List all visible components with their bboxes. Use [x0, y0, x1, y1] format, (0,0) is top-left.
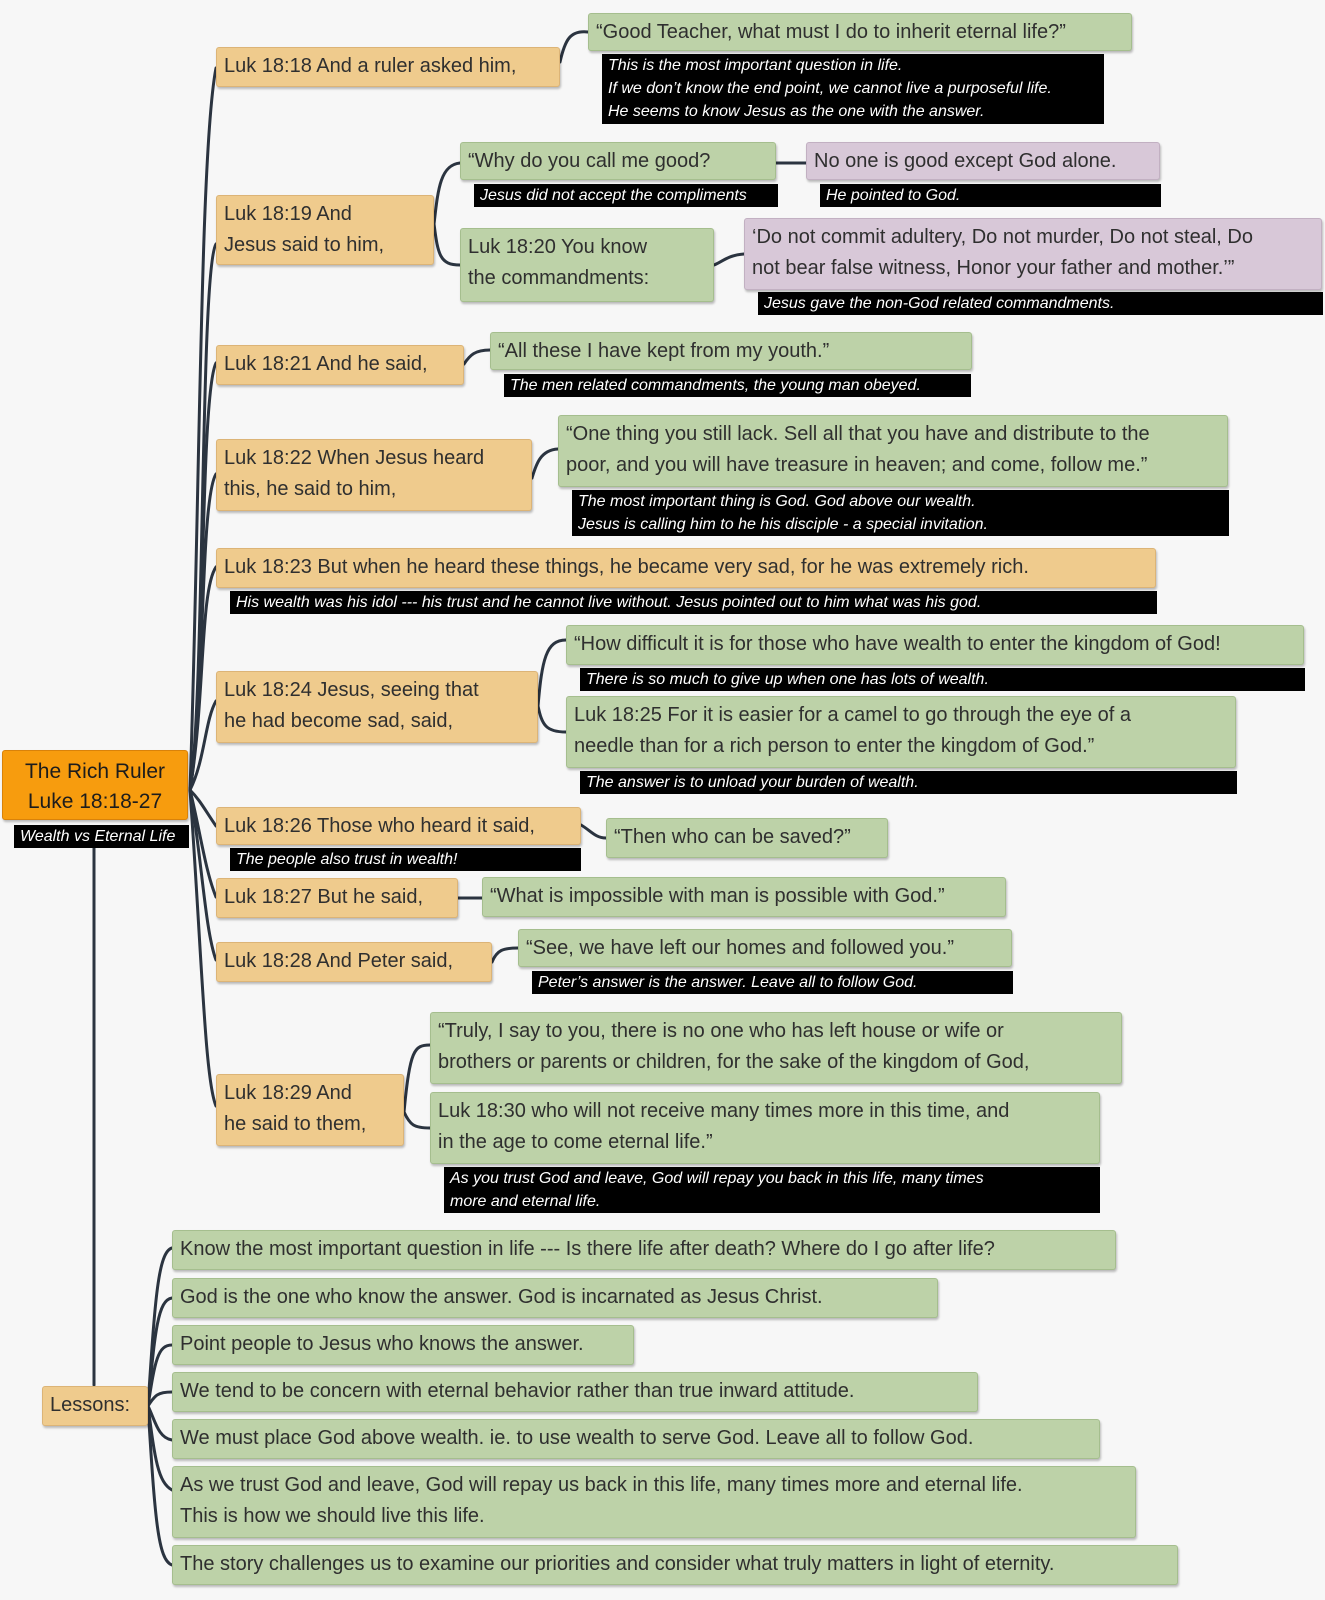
note-line: He seems to know Jesus as the one with t…	[608, 103, 985, 120]
note-line: The most important thing is God. God abo…	[578, 493, 976, 510]
quote-line: Luk 18:30 who will not receive many time…	[438, 1100, 1010, 1122]
verse-18-23[interactable]: Luk 18:23 But when he heard these things…	[216, 548, 1156, 588]
note-18-20: Jesus gave the non-God related commandme…	[758, 292, 1323, 315]
lesson-item[interactable]: Point people to Jesus who knows the answ…	[172, 1325, 634, 1365]
note-line: more and eternal life.	[450, 1193, 601, 1210]
verse-line: this, he said to him,	[224, 478, 397, 500]
lesson-item[interactable]: The story challenges us to examine our p…	[172, 1545, 1178, 1585]
quote-line: not bear false witness, Honor your fathe…	[752, 257, 1235, 279]
quote-18-19b[interactable]: No one is good except God alone.	[806, 142, 1160, 180]
quote-18-28[interactable]: “See, we have left our homes and followe…	[518, 929, 1012, 967]
verse-line: Luk 18:29 And	[224, 1082, 352, 1104]
lesson-line: As we trust God and leave, God will repa…	[180, 1474, 1023, 1496]
quote-line: poor, and you will have treasure in heav…	[566, 454, 1148, 476]
root-subtitle: Luke 18:18-27	[27, 790, 163, 813]
quote-18-18[interactable]: “Good Teacher, what must I do to inherit…	[588, 13, 1132, 51]
verse-18-18[interactable]: Luk 18:18 And a ruler asked him,	[216, 47, 560, 87]
verse-line: Jesus said to him,	[224, 234, 385, 256]
quote-line: “Truly, I say to you, there is no one wh…	[438, 1020, 1004, 1042]
quote-line: “One thing you still lack. Sell all that…	[566, 423, 1150, 445]
verse-line: Luk 18:22 When Jesus heard	[224, 447, 485, 469]
note-18-24: There is so much to give up when one has…	[580, 668, 1305, 691]
quote-18-27[interactable]: “What is impossible with man is possible…	[482, 877, 1006, 917]
quote-line: in the age to come eternal life.”	[438, 1131, 713, 1153]
quote-18-20[interactable]: Luk 18:20 You know the commandments:	[460, 228, 714, 302]
quote-line: Luk 18:20 You know	[468, 236, 648, 258]
note-18-19b: He pointed to God.	[820, 184, 1161, 207]
note-18-25: The answer is to unload your burden of w…	[580, 771, 1237, 794]
quote-line: ‘Do not commit adultery, Do not murder, …	[752, 226, 1253, 248]
quote-18-19a[interactable]: “Why do you call me good?	[460, 142, 776, 180]
verse-18-27[interactable]: Luk 18:27 But he said,	[216, 878, 458, 918]
quote-18-22[interactable]: “One thing you still lack. Sell all that…	[558, 415, 1228, 487]
root-tagline: Wealth vs Eternal Life	[14, 825, 189, 848]
verse-18-26[interactable]: Luk 18:26 Those who heard it said,	[216, 807, 581, 845]
verse-line: Luk 18:19 And	[224, 203, 352, 225]
note-18-28: Peter’s answer is the answer. Leave all …	[532, 971, 1013, 994]
note-18-23: His wealth was his idol --- his trust an…	[230, 591, 1157, 614]
quote-18-30[interactable]: Luk 18:30 who will not receive many time…	[430, 1092, 1100, 1164]
quote-18-29[interactable]: “Truly, I say to you, there is no one wh…	[430, 1012, 1122, 1084]
quote-18-26[interactable]: “Then who can be saved?”	[606, 818, 888, 858]
root-title: The Rich Ruler	[24, 760, 166, 783]
note-18-19a: Jesus did not accept the compliments	[474, 184, 778, 207]
verse-line: he said to them,	[224, 1113, 367, 1135]
quote-18-20b[interactable]: ‘Do not commit adultery, Do not murder, …	[744, 218, 1322, 290]
lesson-item[interactable]: God is the one who know the answer. God …	[172, 1278, 938, 1318]
verse-18-19[interactable]: Luk 18:19 And Jesus said to him,	[216, 195, 434, 265]
verse-18-29[interactable]: Luk 18:29 And he said to them,	[216, 1074, 404, 1146]
note-18-22: The most important thing is God. God abo…	[572, 490, 1229, 536]
verse-18-22[interactable]: Luk 18:22 When Jesus heard this, he said…	[216, 439, 532, 511]
root-topic[interactable]: The Rich Ruler Luke 18:18-27	[2, 750, 188, 820]
note-18-30: As you trust God and leave, God will rep…	[444, 1167, 1100, 1213]
note-line: Jesus is calling him to he his disciple …	[578, 516, 988, 533]
note-line: As you trust God and leave, God will rep…	[450, 1170, 984, 1187]
quote-18-25[interactable]: Luk 18:25 For it is easier for a camel t…	[566, 696, 1236, 768]
quote-18-24[interactable]: “How difficult it is for those who have …	[566, 625, 1304, 665]
lesson-item[interactable]: We must place God above wealth. ie. to u…	[172, 1419, 1100, 1459]
lessons-topic[interactable]: Lessons:	[42, 1386, 148, 1426]
verse-18-21[interactable]: Luk 18:21 And he said,	[216, 345, 464, 385]
lesson-line: This is how we should live this life.	[180, 1505, 485, 1527]
quote-18-21[interactable]: “All these I have kept from my youth.”	[490, 332, 972, 370]
note-line: If we don’t know the end point, we canno…	[608, 80, 1052, 97]
note-18-18: This is the most important question in l…	[602, 54, 1104, 124]
verse-18-28[interactable]: Luk 18:28 And Peter said,	[216, 942, 492, 982]
lesson-item[interactable]: We tend to be concern with eternal behav…	[172, 1372, 978, 1412]
verse-line: Luk 18:24 Jesus, seeing that	[224, 679, 479, 701]
note-18-21: The men related commandments, the young …	[504, 374, 971, 397]
lesson-item[interactable]: Know the most important question in life…	[172, 1230, 1116, 1270]
quote-line: Luk 18:25 For it is easier for a camel t…	[574, 704, 1131, 726]
quote-line: brothers or parents or children, for the…	[438, 1051, 1030, 1073]
quote-line: the commandments:	[468, 267, 650, 289]
note-line: This is the most important question in l…	[608, 57, 903, 74]
lesson-item[interactable]: As we trust God and leave, God will repa…	[172, 1466, 1136, 1538]
verse-18-24[interactable]: Luk 18:24 Jesus, seeing that he had beco…	[216, 671, 538, 743]
note-18-26: The people also trust in wealth!	[230, 848, 581, 871]
quote-line: needle than for a rich person to enter t…	[574, 735, 1095, 757]
verse-line: he had become sad, said,	[224, 710, 454, 732]
